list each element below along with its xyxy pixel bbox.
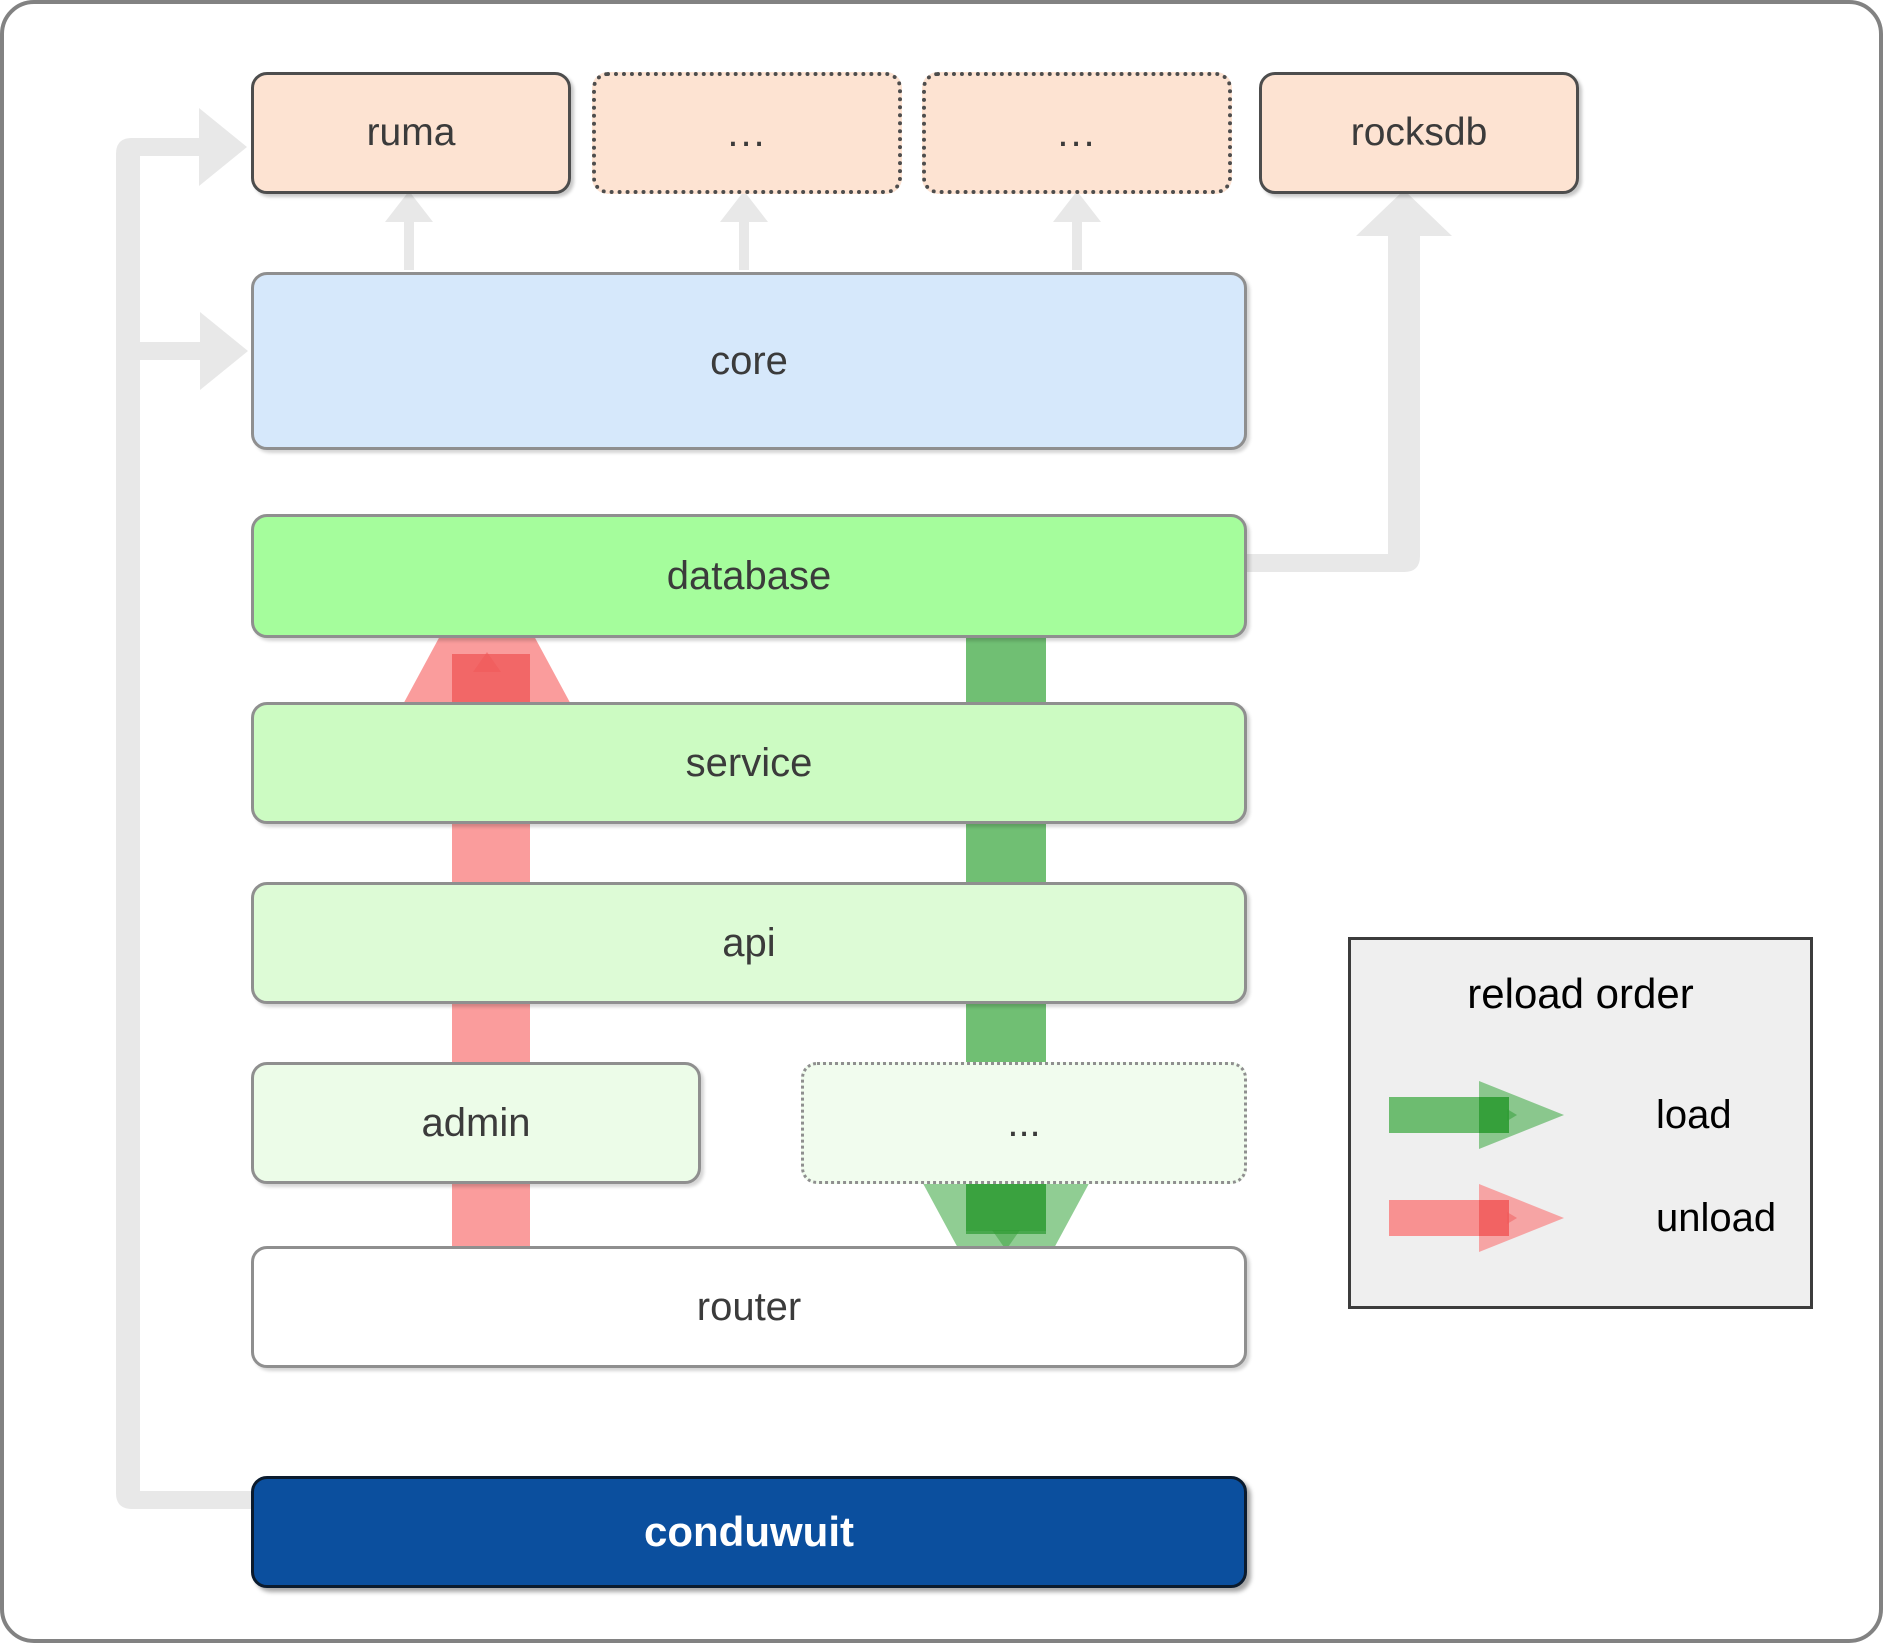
crate-database[interactable]: database (251, 514, 1247, 638)
package-rocksdb[interactable]: rocksdb (1259, 72, 1579, 194)
arrow-core-to-ruma (385, 191, 433, 270)
crate-admin[interactable]: admin (251, 1062, 701, 1184)
package-placeholder-2-label: ... (1057, 110, 1097, 155)
package-rocksdb-label: rocksdb (1350, 111, 1488, 154)
crate-router-label: router (696, 1284, 802, 1329)
dependency-connectors (116, 108, 1452, 1509)
crate-core-label: core (710, 338, 788, 383)
legend-load-arrow-icon (1389, 1081, 1564, 1149)
binary-conduwuit-label: conduwuit (644, 1508, 854, 1555)
legend-item-load: load (1351, 1065, 1810, 1165)
crate-core[interactable]: core (251, 272, 1247, 450)
load-arrow-head (906, 1152, 1106, 1337)
unload-arrow-head (387, 549, 587, 734)
legend-unload-label: unload (1656, 1195, 1777, 1240)
legend-panel: reload order load unload (1348, 937, 1813, 1309)
crate-service[interactable]: service (251, 702, 1247, 824)
package-placeholder-1[interactable]: ... (592, 72, 902, 194)
crate-placeholder[interactable]: ... (801, 1062, 1247, 1184)
crate-router[interactable]: router (251, 1246, 1247, 1368)
package-placeholder-2[interactable]: ... (922, 72, 1232, 194)
load-arrow-notch (992, 1230, 1020, 1250)
crate-admin-label: admin (421, 1100, 531, 1145)
legend-title: reload order (1467, 970, 1694, 1017)
crate-service-label: service (685, 740, 813, 785)
package-placeholder-1-label: ... (727, 110, 767, 155)
binary-conduwuit[interactable]: conduwuit (251, 1476, 1247, 1588)
legend-load-label: load (1656, 1092, 1732, 1137)
crate-database-label: database (666, 553, 832, 598)
arrow-core-to-dots1 (720, 191, 768, 270)
package-ruma-label: ruma (366, 111, 456, 154)
core-to-package-arrows (385, 191, 1101, 270)
legend-item-unload: unload (1351, 1168, 1810, 1268)
connector-conduwuit-to-ruma-core (116, 108, 251, 1509)
crate-api-label: api (722, 920, 776, 965)
crate-placeholder-label: ... (1007, 1100, 1041, 1145)
crate-api[interactable]: api (251, 882, 1247, 1004)
connector-branch-core (140, 312, 248, 390)
connector-database-to-rocksdb (1247, 190, 1452, 572)
package-ruma[interactable]: ruma (251, 72, 571, 194)
legend-unload-arrow-icon (1389, 1184, 1564, 1252)
arrow-core-to-dots2 (1053, 191, 1101, 270)
